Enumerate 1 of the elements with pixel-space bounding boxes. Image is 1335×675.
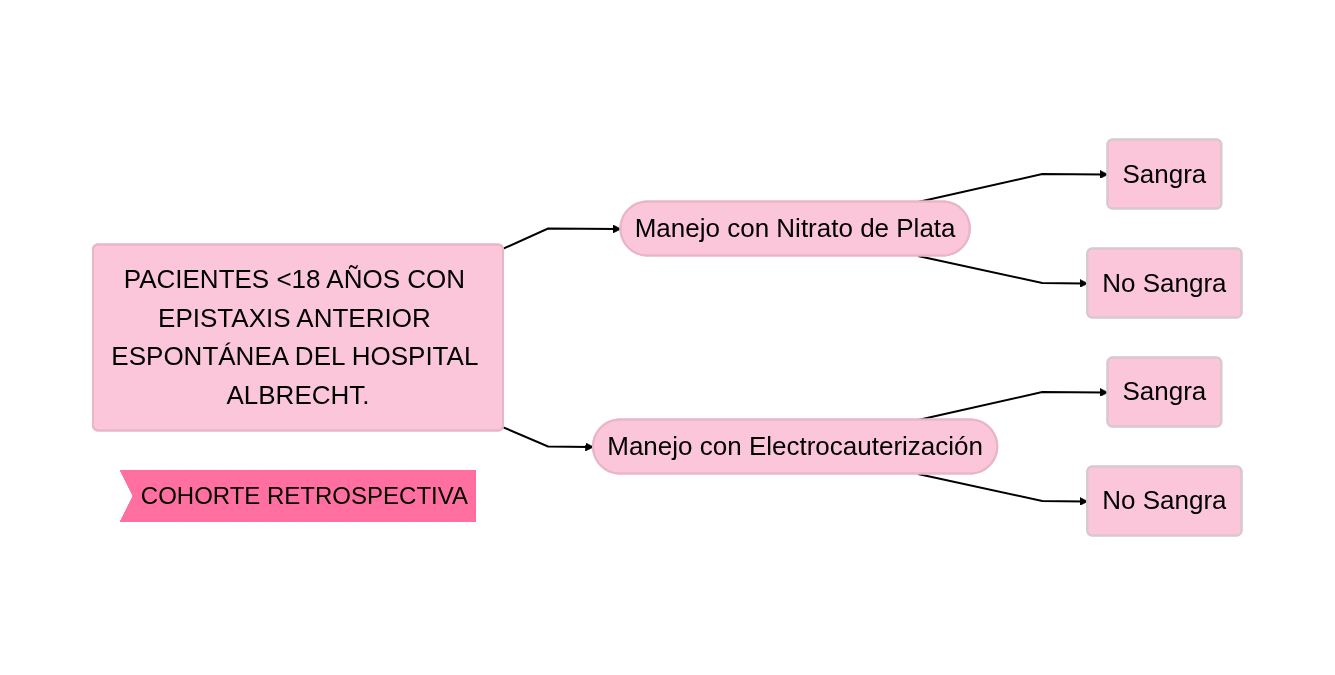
arrow <box>502 224 622 250</box>
